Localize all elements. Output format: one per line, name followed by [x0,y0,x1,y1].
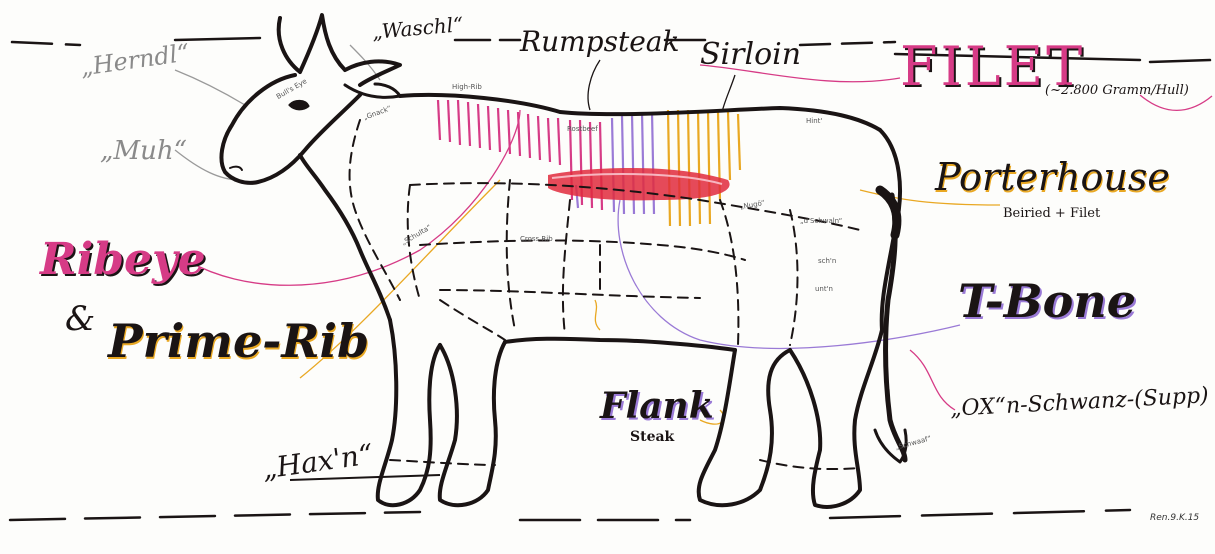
cut-shading [438,100,740,226]
t-bone-label: T-Bone [958,278,1136,324]
ribeye-label: Ribeye [40,238,206,282]
schaln-b-label: unt'n [815,286,833,293]
sirloin-label: Sirloin [700,40,801,70]
filet-weight-label: (~2.800 Gramm/Hull) [1045,84,1189,97]
rumpsteak-label: Rumpsteak [520,28,679,56]
ampersand-label: & [65,302,95,336]
porterhouse-label: Porterhouse [935,158,1170,196]
hint-label: Hint' [806,118,822,125]
flank-label: Flank [600,388,714,424]
porterhouse-sub-label: Beiried + Filet [1003,207,1100,220]
flank-sub-label: Steak [630,430,674,444]
signature: Ren.9.K.15 [1150,514,1199,523]
muh-label: „Muh“ [100,138,187,164]
cow-outline [221,15,906,507]
schwaln-label: „d'Schwaln“ [800,218,842,225]
schaln-a-label: sch'n [818,258,836,265]
filet-cut [548,168,730,200]
high-rib-label: High-Rib [452,84,482,91]
rostbeef-label: Rostbeef [567,126,598,133]
prime-rib-label: Prime-Rib [108,318,369,364]
cross-rib-label: Cross Rib [520,236,553,243]
